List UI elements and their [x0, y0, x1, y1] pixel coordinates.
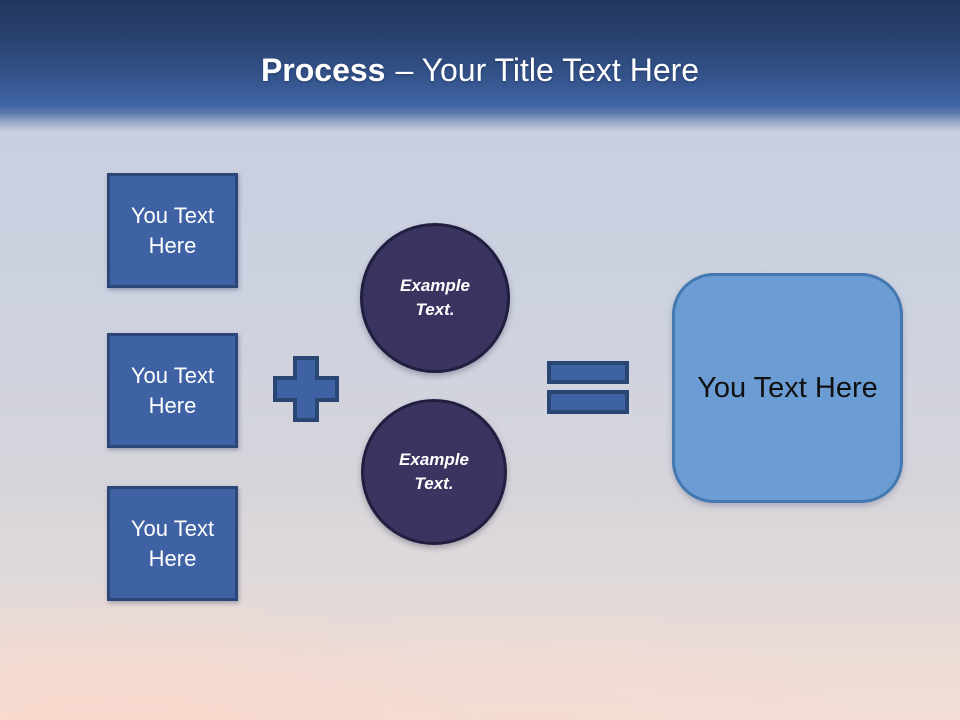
result-box-label: You Text Here [697, 371, 878, 404]
input-box-3[interactable]: You Text Here [107, 486, 238, 601]
title-regular-text: – Your Title Text Here [395, 52, 700, 88]
input-box-2[interactable]: You Text Here [107, 333, 238, 448]
input-box-3-label: You Text Here [130, 515, 215, 571]
title-bold-text: Process [260, 52, 386, 88]
input-box-2-label: You Text Here [130, 362, 215, 418]
plus-icon[interactable] [272, 355, 340, 423]
input-box-1[interactable]: You Text Here [107, 173, 238, 288]
equals-icon[interactable] [546, 357, 630, 417]
example-circle-1[interactable]: Example Text. [360, 223, 510, 373]
result-box[interactable]: You Text Here [672, 273, 903, 503]
example-circle-1-label: Example Text. [400, 276, 470, 319]
input-box-1-label: You Text Here [130, 202, 215, 258]
slide-title-placeholder[interactable]: Process– Your Title Text Here [0, 52, 960, 88]
header-band [0, 0, 960, 132]
example-circle-2[interactable]: Example Text. [361, 399, 507, 545]
example-circle-2-label: Example Text. [399, 450, 469, 493]
